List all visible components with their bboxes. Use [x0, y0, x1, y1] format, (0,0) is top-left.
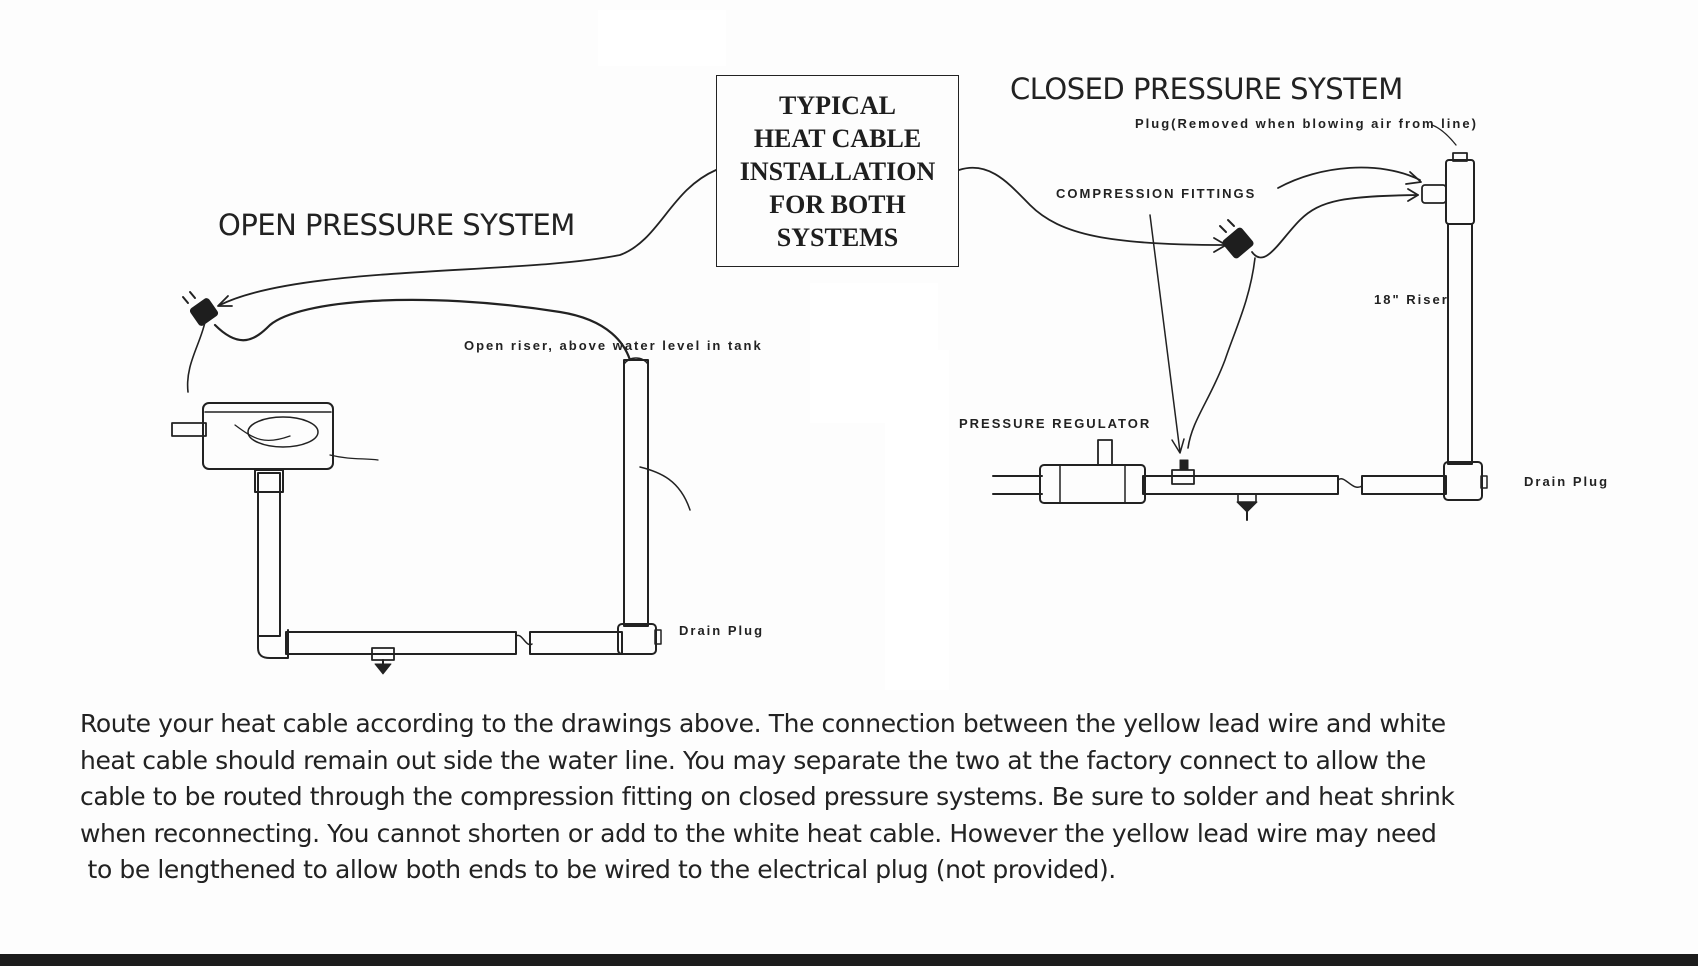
- closed-riser-label: 18" Riser: [1374, 292, 1449, 307]
- pressure-regulator-label: PRESSURE REGULATOR: [959, 416, 1152, 431]
- open-riser-label: Open riser, above water level in tank: [464, 338, 763, 353]
- open-cable-to-riser: [213, 298, 632, 362]
- instructions-text: Route your heat cable according to the d…: [80, 706, 1620, 889]
- open-riser-pipe: [623, 359, 649, 627]
- scan-bottom-border: [0, 954, 1698, 966]
- instruction-line-1: Route your heat cable according to the d…: [80, 709, 1446, 738]
- title-line-4: FOR BOTH: [769, 189, 906, 219]
- open-left-pipe: [257, 472, 281, 637]
- open-right-elbow: [617, 623, 657, 655]
- closed-riser-icon: [1421, 124, 1475, 465]
- open-bottom-elbow: [257, 624, 289, 659]
- closed-valve-icon: [1236, 493, 1258, 521]
- instruction-line-4: when reconnecting. You cannot shorten or…: [80, 818, 1437, 848]
- compression-fittings-label: COMPRESSION FITTINGS: [1056, 186, 1257, 201]
- open-tank-icon: [171, 402, 379, 470]
- instruction-line-3: cable to be routed through the compressi…: [80, 782, 1455, 811]
- open-cable-to-tank: [186, 321, 206, 393]
- closed-cable-to-regulator: [1187, 257, 1256, 449]
- title-line-5: SYSTEMS: [776, 222, 899, 252]
- title-line-2: HEAT CABLE: [753, 123, 922, 153]
- open-system-title: OPEN PRESSURE SYSTEM: [218, 208, 575, 242]
- title-line-1: TYPICAL: [778, 90, 896, 120]
- fittings-arrow-line: [1277, 166, 1421, 189]
- closed-plug-icon: [1219, 219, 1254, 259]
- closed-drain-label: Drain Plug: [1524, 474, 1610, 489]
- instruction-line-2: heat cable should remain out side the wa…: [80, 745, 1426, 775]
- blank-patch-top: [598, 10, 726, 66]
- open-cable-to-box: [219, 169, 717, 306]
- closed-right-elbow: [1443, 461, 1483, 501]
- instruction-line-5: to be lengthened to allow both ends to b…: [80, 855, 1117, 884]
- closed-cable-to-riser: [1251, 194, 1419, 259]
- closed-plug-label: Plug(Removed when blowing air from line): [1135, 116, 1478, 131]
- open-bottom-pipe: [285, 631, 517, 655]
- closed-system-title: CLOSED PRESSURE SYSTEM: [1010, 72, 1403, 106]
- closed-regulator-body: [1039, 464, 1146, 504]
- closed-cable-to-box: [958, 166, 1226, 246]
- open-plug-icon: [182, 291, 219, 326]
- blank-patch-column: [885, 350, 949, 690]
- title-box: TYPICAL HEAT CABLE INSTALLATION FOR BOTH…: [716, 75, 959, 267]
- open-arrowhead: [217, 295, 233, 307]
- title-line-3: INSTALLATION: [739, 156, 936, 186]
- open-drain-label: Drain Plug: [679, 623, 765, 638]
- open-valve-icon: [371, 647, 395, 675]
- fittings-arrow-down: [1149, 214, 1181, 453]
